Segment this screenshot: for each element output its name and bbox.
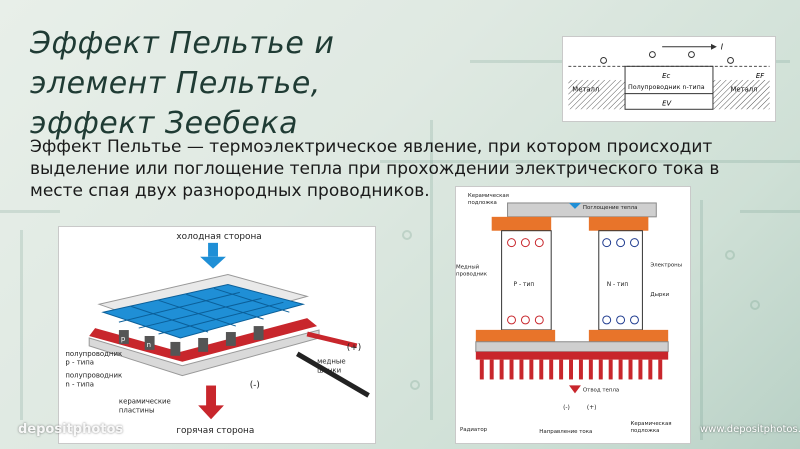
cross-plus-label: (+) — [587, 404, 597, 411]
cold-side-label: холодная сторона — [176, 232, 261, 242]
copper-top-left — [491, 216, 552, 231]
metal-left-label: Металл — [572, 86, 599, 94]
ceramic-label-1: керамические — [119, 397, 171, 405]
n-type-label-2: n - типа — [65, 381, 94, 389]
p-type-label-2: p - типа — [65, 359, 94, 367]
peltier-module-diagram: холодная сторона p n (+) (-) — [58, 226, 376, 444]
bottom-ceramic — [475, 341, 669, 353]
copper-strips — [89, 318, 318, 362]
heat-absorb-label: Поглощение тепла — [583, 205, 638, 211]
top-ceramic — [507, 202, 657, 218]
current-dir-label: Направление тока — [539, 429, 592, 435]
current-label: I — [721, 43, 724, 52]
peltier-cross-section: Керамическая подложка Поглощение тепла P… — [455, 186, 691, 444]
ceramic-label-2: пластины — [119, 406, 155, 414]
radiator-label: Радиатор — [460, 427, 488, 433]
ceramic-bottom-label-2: подложка — [631, 428, 660, 434]
ef-label: EF — [756, 72, 764, 80]
hot-side-label: горячая сторона — [176, 426, 254, 436]
wire-plus — [306, 331, 358, 349]
band-diagram-svg: I Ec EF EV Металл Металл Полупроводник n… — [568, 43, 770, 110]
plus-label: (+) — [347, 343, 361, 353]
copper-label-1: медные — [317, 358, 346, 366]
n-mark: n — [147, 341, 151, 349]
watermark-right: www.depositphotos.com — [700, 424, 800, 435]
title-line-1: Эффект Пельтье и — [30, 26, 335, 61]
copper-label-2: шинки — [317, 367, 341, 375]
cold-arrow-shaft — [208, 242, 218, 257]
body-paragraph: Эффект Пельтье — термоэлектрическое явле… — [30, 137, 720, 201]
copper-label-2: проводник — [456, 271, 488, 277]
title-line-3: эффект Зеебека — [30, 106, 298, 141]
p-type-label: P - тип — [514, 281, 535, 288]
ev-label: EV — [662, 99, 672, 107]
cross-svg: Керамическая подложка Поглощение тепла P… — [456, 193, 682, 435]
hot-arrow-head — [198, 405, 224, 420]
radiator-base — [475, 351, 669, 360]
ceramic-top-label-1: Керамическая — [468, 193, 509, 199]
hot-arrow-shaft — [206, 385, 217, 408]
p-leg — [501, 230, 552, 331]
metal-right-block — [712, 79, 770, 110]
ceramic-bottom-label-1: Керамическая — [631, 421, 672, 427]
semiconductor-block — [624, 65, 714, 110]
p-mark: p — [121, 335, 126, 343]
minus-label: (-) — [250, 381, 260, 391]
heat-release-label: Отвод тепла — [583, 387, 619, 393]
watermark-left: depositphotos — [18, 422, 124, 437]
title-line-2: элемент Пельтье, — [30, 66, 321, 101]
copper-bottom-right — [588, 329, 669, 342]
copper-bottom-left — [475, 329, 556, 342]
n-type-label: N - тип — [607, 281, 629, 288]
band-diagram: I Ec EF EV Металл Металл Полупроводник n… — [562, 36, 776, 122]
wire-minus — [296, 351, 370, 398]
electrons-label: Электроны — [650, 262, 682, 268]
metal-right-label: Металл — [731, 86, 758, 94]
cold-arrow-head — [200, 256, 226, 269]
metal-left-block — [568, 79, 626, 110]
module-svg: холодная сторона p n (+) (-) — [65, 232, 370, 436]
ceramic-top-label-2: подложка — [468, 200, 497, 206]
copper-top-right — [588, 216, 649, 231]
copper-label-1: Медный — [456, 263, 480, 270]
slide-title: Эффект Пельтье и элемент Пельтье, эффект… — [30, 24, 450, 144]
cross-minus-label: (-) — [563, 404, 570, 411]
ec-label: Ec — [662, 72, 670, 80]
n-type-label-1: полупроводник — [65, 372, 122, 380]
holes-label: Дырки — [650, 292, 669, 298]
semiconductor-label: Полупроводник n-типа — [628, 84, 705, 91]
p-type-label-1: полупроводник — [65, 350, 122, 358]
